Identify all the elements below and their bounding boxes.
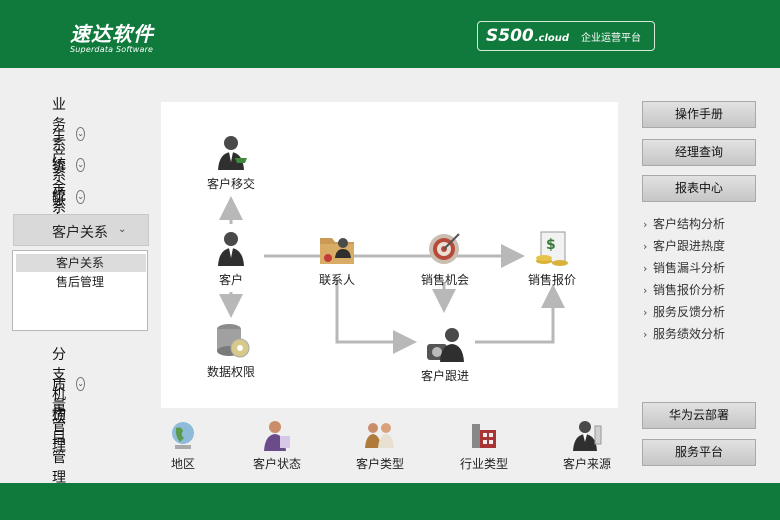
report-link-label: 销售漏斗分析 — [653, 261, 726, 275]
chevron-right-icon: › — [643, 240, 648, 253]
app-footer — [0, 483, 780, 520]
platform-name: 企业运营平台 — [581, 32, 642, 44]
database-lock-icon — [217, 324, 250, 358]
nav-item-quality[interactable]: 质量管理 — [52, 375, 66, 455]
report-link-label: 服务反馈分析 — [653, 305, 726, 319]
node-label: 客户移交 — [206, 177, 255, 191]
logo-subtitle: Superdata Software — [70, 45, 154, 54]
chevron-down-icon: ⌄ — [76, 377, 85, 391]
chevron-down-icon: ⌄ — [118, 224, 127, 235]
person-source-icon — [573, 421, 602, 451]
settings-row: 地区 客户状态 客户类型 行业类型 — [161, 418, 621, 478]
node-sales-opportunity[interactable]: 销售机会 — [405, 228, 485, 288]
report-center-button[interactable]: 报表中心 — [642, 175, 756, 202]
node-customer[interactable]: 客户 — [191, 228, 271, 288]
manager-query-button[interactable]: 经理查询 — [642, 139, 756, 166]
setting-label: 地区 — [170, 457, 195, 471]
person-transfer-icon — [218, 136, 247, 170]
target-icon — [429, 233, 460, 264]
nav-item-crm[interactable]: 客户关系 ⌄ — [13, 214, 149, 246]
chevron-right-icon: › — [643, 262, 648, 275]
person-icon — [218, 232, 244, 266]
setting-industry-type[interactable]: 行业类型 — [449, 418, 519, 472]
report-link-label: 客户跟进热度 — [653, 239, 726, 253]
node-customer-transfer[interactable]: 客户移交 — [191, 132, 271, 192]
setting-customer-source[interactable]: 客户来源 — [552, 418, 622, 472]
platform-brand: S500 — [486, 26, 534, 46]
report-link-label: 客户结构分析 — [653, 217, 726, 231]
flow-panel: 客户移交 客户 数据权限 联系人 — [161, 102, 618, 408]
nav-item-business[interactable]: 业务系统 ⌄ — [52, 94, 85, 174]
node-label: 销售报价 — [527, 273, 576, 287]
nav-label: 客户关系 — [52, 225, 108, 241]
nav-label: 分支机构 — [52, 347, 66, 423]
setting-label: 行业类型 — [459, 457, 508, 471]
setting-label: 客户来源 — [562, 457, 611, 471]
price-list-icon: $ — [536, 231, 568, 266]
flow-connectors — [219, 196, 565, 354]
nav-label: 项目管理 — [52, 410, 66, 486]
node-label: 销售机会 — [420, 273, 469, 287]
service-platform-button[interactable]: 服务平台 — [642, 439, 756, 466]
person-status-icon — [264, 421, 290, 451]
chevron-right-icon: › — [643, 306, 648, 319]
svg-text:$: $ — [546, 237, 556, 253]
node-label: 客户跟进 — [420, 369, 469, 383]
setting-region[interactable]: 地区 — [148, 418, 218, 472]
node-label: 客户 — [218, 273, 243, 287]
contact-folder-icon — [320, 238, 354, 264]
report-link-followup-heat[interactable]: › 客户跟进热度 — [643, 237, 725, 254]
chevron-down-icon: ⌄ — [76, 190, 85, 204]
report-link-customer-structure[interactable]: › 客户结构分析 — [643, 215, 725, 232]
nav-label: 生产系统 — [52, 128, 66, 204]
chevron-right-icon: › — [643, 218, 648, 231]
node-data-permission[interactable]: 数据权限 — [191, 320, 271, 380]
node-customer-followup[interactable]: 客户跟进 — [405, 324, 485, 384]
submenu: 客户关系 售后管理 — [12, 250, 148, 331]
huawei-cloud-button[interactable]: 华为云部署 — [642, 402, 756, 429]
nav-label: 业务系统 — [52, 97, 66, 173]
people-group-icon — [365, 423, 394, 448]
submenu-item-crm[interactable]: 客户关系 — [16, 254, 146, 272]
chevron-right-icon: › — [643, 328, 648, 341]
report-link-service-performance[interactable]: › 服务绩效分析 — [643, 325, 725, 342]
chevron-right-icon: › — [643, 284, 648, 297]
setting-customer-status[interactable]: 客户状态 — [242, 418, 312, 472]
node-label: 数据权限 — [206, 365, 255, 379]
nav-item-branches[interactable]: 分支机构 ⌄ — [52, 344, 85, 424]
report-link-quote-analysis[interactable]: › 销售报价分析 — [643, 281, 725, 298]
nav-item-projects[interactable]: 项目管理 — [52, 407, 66, 487]
report-link-sales-funnel[interactable]: › 销售漏斗分析 — [643, 259, 725, 276]
chevron-down-icon: ⌄ — [76, 158, 85, 172]
nav-label: 质量管理 — [52, 378, 66, 454]
report-link-label: 销售报价分析 — [653, 283, 726, 297]
report-link-service-feedback[interactable]: › 服务反馈分析 — [643, 303, 725, 320]
node-label: 联系人 — [318, 273, 355, 287]
phone-person-icon — [427, 328, 464, 362]
setting-customer-type[interactable]: 客户类型 — [345, 418, 415, 472]
node-contact[interactable]: 联系人 — [297, 228, 377, 288]
nav-item-production[interactable]: 生产系统 ⌄ — [52, 125, 85, 205]
node-sales-quote[interactable]: $ 销售报价 — [512, 228, 592, 288]
platform-badge: S500 .cloud 企业运营平台 — [477, 21, 655, 51]
chevron-down-icon: ⌄ — [76, 127, 85, 141]
logo: 速达软件 Superdata Software — [70, 18, 154, 54]
report-link-label: 服务绩效分析 — [653, 327, 726, 341]
setting-label: 客户状态 — [252, 457, 301, 471]
submenu-item-aftersales[interactable]: 售后管理 — [56, 275, 105, 289]
globe-icon — [172, 422, 194, 449]
factory-icon — [472, 424, 496, 448]
app-header: 速达软件 Superdata Software S500 .cloud 企业运营… — [0, 0, 780, 68]
setting-label: 客户类型 — [355, 457, 404, 471]
manual-button[interactable]: 操作手册 — [642, 101, 756, 128]
platform-suffix: .cloud — [534, 33, 570, 44]
logo-title: 速达软件 — [70, 22, 154, 46]
